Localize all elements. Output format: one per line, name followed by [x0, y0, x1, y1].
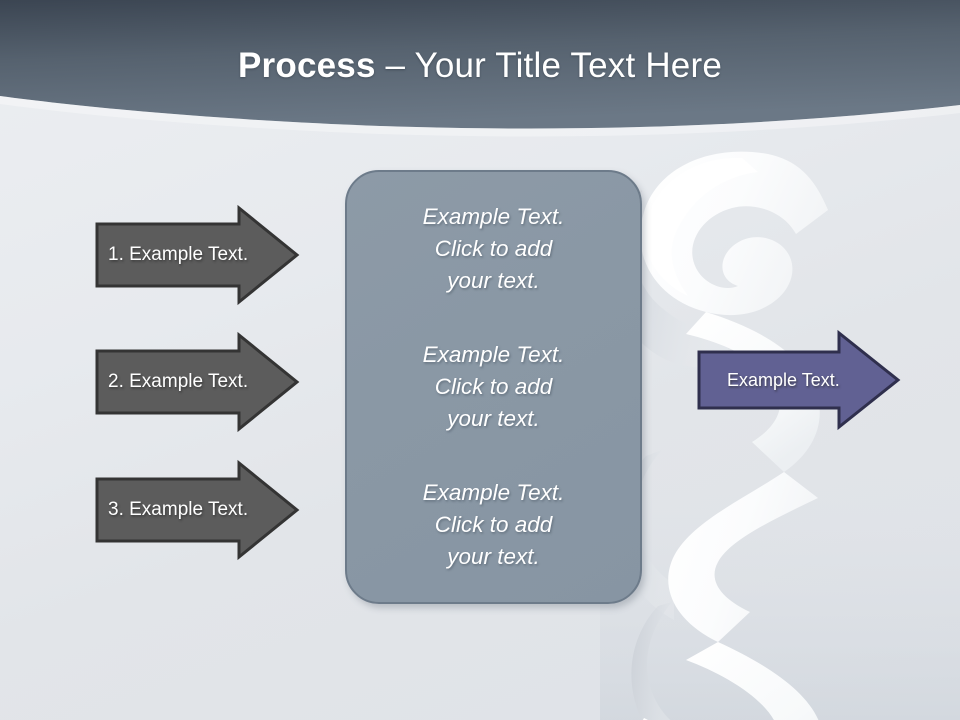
- step-arrow-3-label: 3. Example Text.: [108, 499, 249, 520]
- result-arrow[interactable]: Example Text.: [697, 329, 901, 431]
- arrow-right-icon: [95, 459, 300, 561]
- arrow-right-icon: [95, 331, 300, 433]
- result-arrow-label: Example Text.: [727, 369, 840, 390]
- header-band: Process – Your Title Text Here: [0, 0, 960, 140]
- center-text-panel[interactable]: Example Text. Click to add your text. Ex…: [345, 170, 642, 604]
- step-arrow-3[interactable]: 3. Example Text.: [95, 459, 300, 561]
- page-title-bold: Process: [238, 46, 376, 85]
- step-arrow-2[interactable]: 2. Example Text.: [95, 331, 300, 433]
- page-title: Process – Your Title Text Here: [0, 46, 960, 86]
- page-title-rest: – Your Title Text Here: [375, 46, 722, 85]
- arrow-right-icon: [697, 329, 901, 431]
- step-arrow-2-label: 2. Example Text.: [108, 371, 249, 392]
- panel-text-block-3: Example Text. Click to add your text.: [422, 480, 565, 569]
- panel-text-block-1: Example Text. Click to add your text.: [422, 204, 565, 293]
- arrow-right-icon: [95, 204, 300, 306]
- step-arrow-1-label: 1. Example Text.: [108, 244, 249, 265]
- step-arrow-1[interactable]: 1. Example Text.: [95, 204, 300, 306]
- header-wave-shape: [0, 0, 960, 137]
- panel-text-block-2: Example Text. Click to add your text.: [422, 342, 565, 431]
